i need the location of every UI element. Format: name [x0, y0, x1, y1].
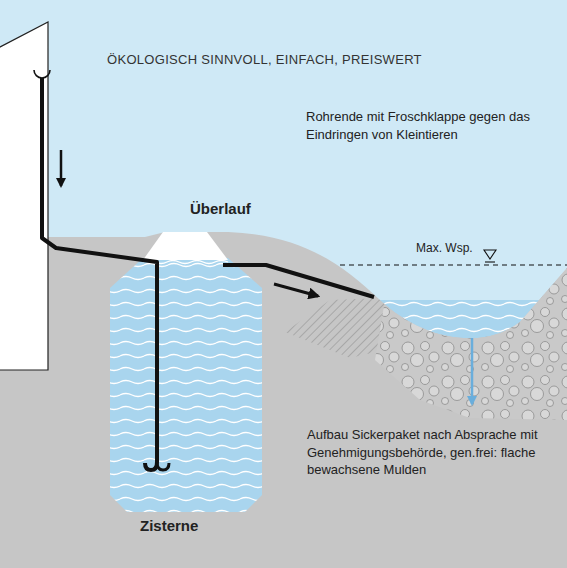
gutter	[34, 70, 50, 78]
level-label: Max. Wsp.	[416, 240, 473, 256]
title: ÖKOLOGISCH SINNVOLL, EINFACH, PREISWERT	[107, 51, 422, 69]
part-label: Zisterne	[140, 516, 198, 536]
cistern-shaft	[143, 232, 228, 260]
inlet-pipe	[42, 78, 157, 470]
note-text: Aufbau Sickerpaket nach Absprache mit Ge…	[307, 426, 542, 479]
overflow-pipe	[223, 265, 374, 297]
cistern-tank	[110, 258, 262, 512]
note-text: Rohrende mit Froschklappe gegen das Eind…	[306, 108, 538, 143]
max-water-line	[340, 264, 567, 265]
seepage-arrow	[471, 338, 474, 404]
inlet-hook	[157, 462, 169, 470]
part-label: Überlauf	[190, 199, 251, 219]
overflow-arrow	[274, 284, 318, 296]
gravel-pack	[375, 255, 567, 420]
flow-arrow	[60, 150, 63, 186]
ground	[0, 232, 567, 568]
water-level-symbol	[484, 250, 496, 259]
